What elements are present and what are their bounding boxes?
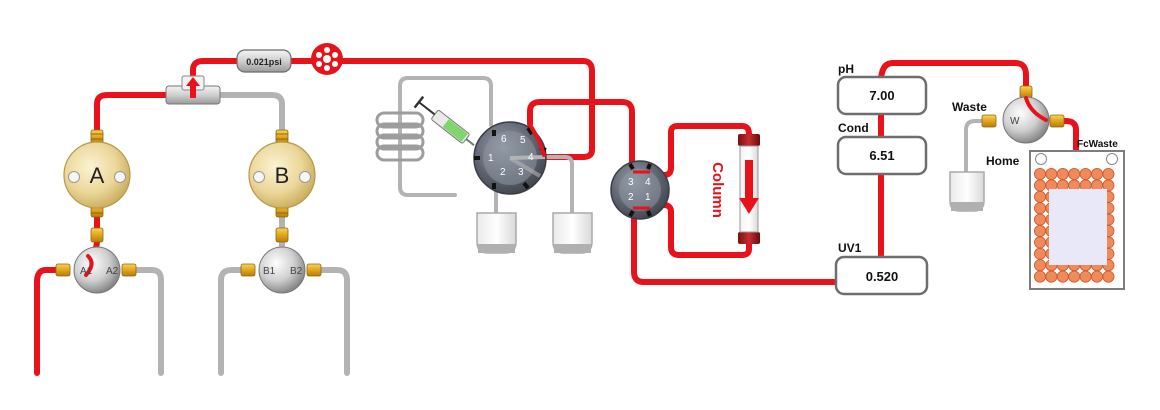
column-valve-port-4: 4 (645, 177, 651, 188)
fraction-tube (1056, 270, 1069, 283)
inlet-valve-b-port1: B1 (263, 266, 276, 277)
fc-waste-label: FcWaste (1077, 139, 1118, 150)
pump-a[interactable]: A (63, 129, 131, 218)
column-valve-port-1: 1 (645, 192, 651, 203)
ph-label: pH (838, 62, 854, 76)
pump-a-label: A (90, 163, 105, 188)
outlet-valve[interactable]: Waste W (952, 85, 1065, 144)
outlet-to-fcwaste-line (1059, 118, 1079, 155)
ph-value: 7.00 (869, 88, 894, 103)
inlet-valve-a-port2: A2 (106, 266, 119, 277)
ph-monitor: pH 7.00 (836, 62, 928, 116)
fraction-tube (1034, 179, 1047, 192)
fraction-tube (1091, 167, 1104, 180)
inlet-valve-a[interactable]: A1 A2 (55, 227, 137, 294)
column-bottom-to-valve-line (647, 202, 752, 258)
mixer-arrow-icon (186, 77, 200, 98)
fraction-tube (1034, 247, 1047, 260)
fraction-tube (1079, 270, 1092, 283)
fraction-tube (1034, 236, 1047, 249)
fraction-tube (1034, 202, 1047, 215)
loop-line (398, 76, 493, 197)
monitor-stack-line (878, 60, 1029, 261)
fraction-tube (1091, 270, 1104, 283)
fraction-tube (1034, 213, 1047, 226)
fraction-tube (1068, 270, 1081, 283)
fc-home-label: Home (986, 154, 1020, 168)
column-valve-port-3: 3 (628, 177, 634, 188)
inlet-valve-b-port2: B2 (290, 266, 303, 277)
inlet-a1-line (34, 267, 67, 376)
inject-waste-line-2 (518, 155, 574, 215)
column-valve-port-2: 2 (628, 192, 634, 203)
column-label: Column (709, 162, 726, 218)
outlet-to-waste-line (964, 119, 992, 174)
fraction-tube (1034, 224, 1047, 237)
waste-bottle (949, 171, 985, 212)
syringe-icon[interactable] (413, 95, 479, 151)
pump-b[interactable]: B (248, 129, 316, 218)
fraction-tube (1034, 190, 1047, 203)
inject-port-2: 2 (500, 167, 506, 178)
injection-valve[interactable]: 6 5 1 4 2 3 (473, 121, 547, 195)
column-valve[interactable]: 3 4 2 1 (610, 160, 670, 220)
fraction-tube (1034, 259, 1047, 272)
fc-waste-tube (1106, 153, 1118, 165)
column-valve-to-column-top-line (647, 123, 752, 178)
sample-loop-coil (375, 111, 425, 162)
inject-port-5: 5 (520, 135, 526, 146)
column[interactable]: Column (709, 134, 760, 244)
inject-port-3: 3 (518, 167, 524, 178)
mixer-to-system-line (190, 58, 595, 160)
cond-label: Cond (838, 121, 869, 135)
fraction-tube (1034, 270, 1047, 283)
system-pump-icon (311, 43, 343, 75)
inlet-valve-b[interactable]: B1 B2 (240, 227, 322, 294)
fc-home-tube (1035, 153, 1047, 165)
pressure-gauge: 0.021psi (236, 49, 292, 73)
pipes (34, 58, 1079, 376)
inject-port-1: 1 (488, 153, 494, 164)
outlet-valve-port: W (1010, 116, 1020, 127)
uv-label: UV1 (838, 241, 862, 255)
cond-monitor: Cond 6.51 (836, 121, 928, 176)
inject-bottle-1 (476, 212, 517, 254)
fraction-tube (1045, 167, 1058, 180)
outlet-valve-label: Waste (952, 100, 987, 114)
inlet-valve-a-port1: A1 (80, 266, 93, 277)
fraction-tube (1102, 270, 1115, 283)
pump-b-to-mixer-line (215, 92, 285, 144)
fraction-tube (1068, 167, 1081, 180)
uv-monitor: UV1 0.520 (834, 241, 929, 296)
inlet-b1-line (218, 267, 250, 376)
column-flow-arrow-icon (739, 160, 759, 214)
inject-port-6: 6 (501, 134, 507, 145)
inject-to-column-valve-line (527, 99, 635, 170)
pump-a-to-mixer-line (94, 92, 171, 144)
cond-value: 6.51 (869, 148, 894, 163)
fraction-tube (1056, 167, 1069, 180)
fraction-tube (1079, 167, 1092, 180)
column-valve-to-uv-line (631, 209, 839, 285)
pressure-value: 0.021psi (246, 57, 282, 67)
fraction-tube (1102, 167, 1115, 180)
pump-b-label: B (275, 163, 290, 188)
inlet-a2-line (123, 267, 164, 376)
mixer[interactable] (165, 75, 221, 105)
fraction-tube (1045, 270, 1058, 283)
fraction-collector[interactable]: FcWaste Home (986, 139, 1125, 290)
inject-port-4: 4 (528, 152, 534, 163)
fraction-tube (1034, 167, 1047, 180)
inlet-b2-line (307, 267, 350, 376)
uv-value: 0.520 (866, 269, 899, 284)
inject-bottle-2 (552, 212, 593, 254)
